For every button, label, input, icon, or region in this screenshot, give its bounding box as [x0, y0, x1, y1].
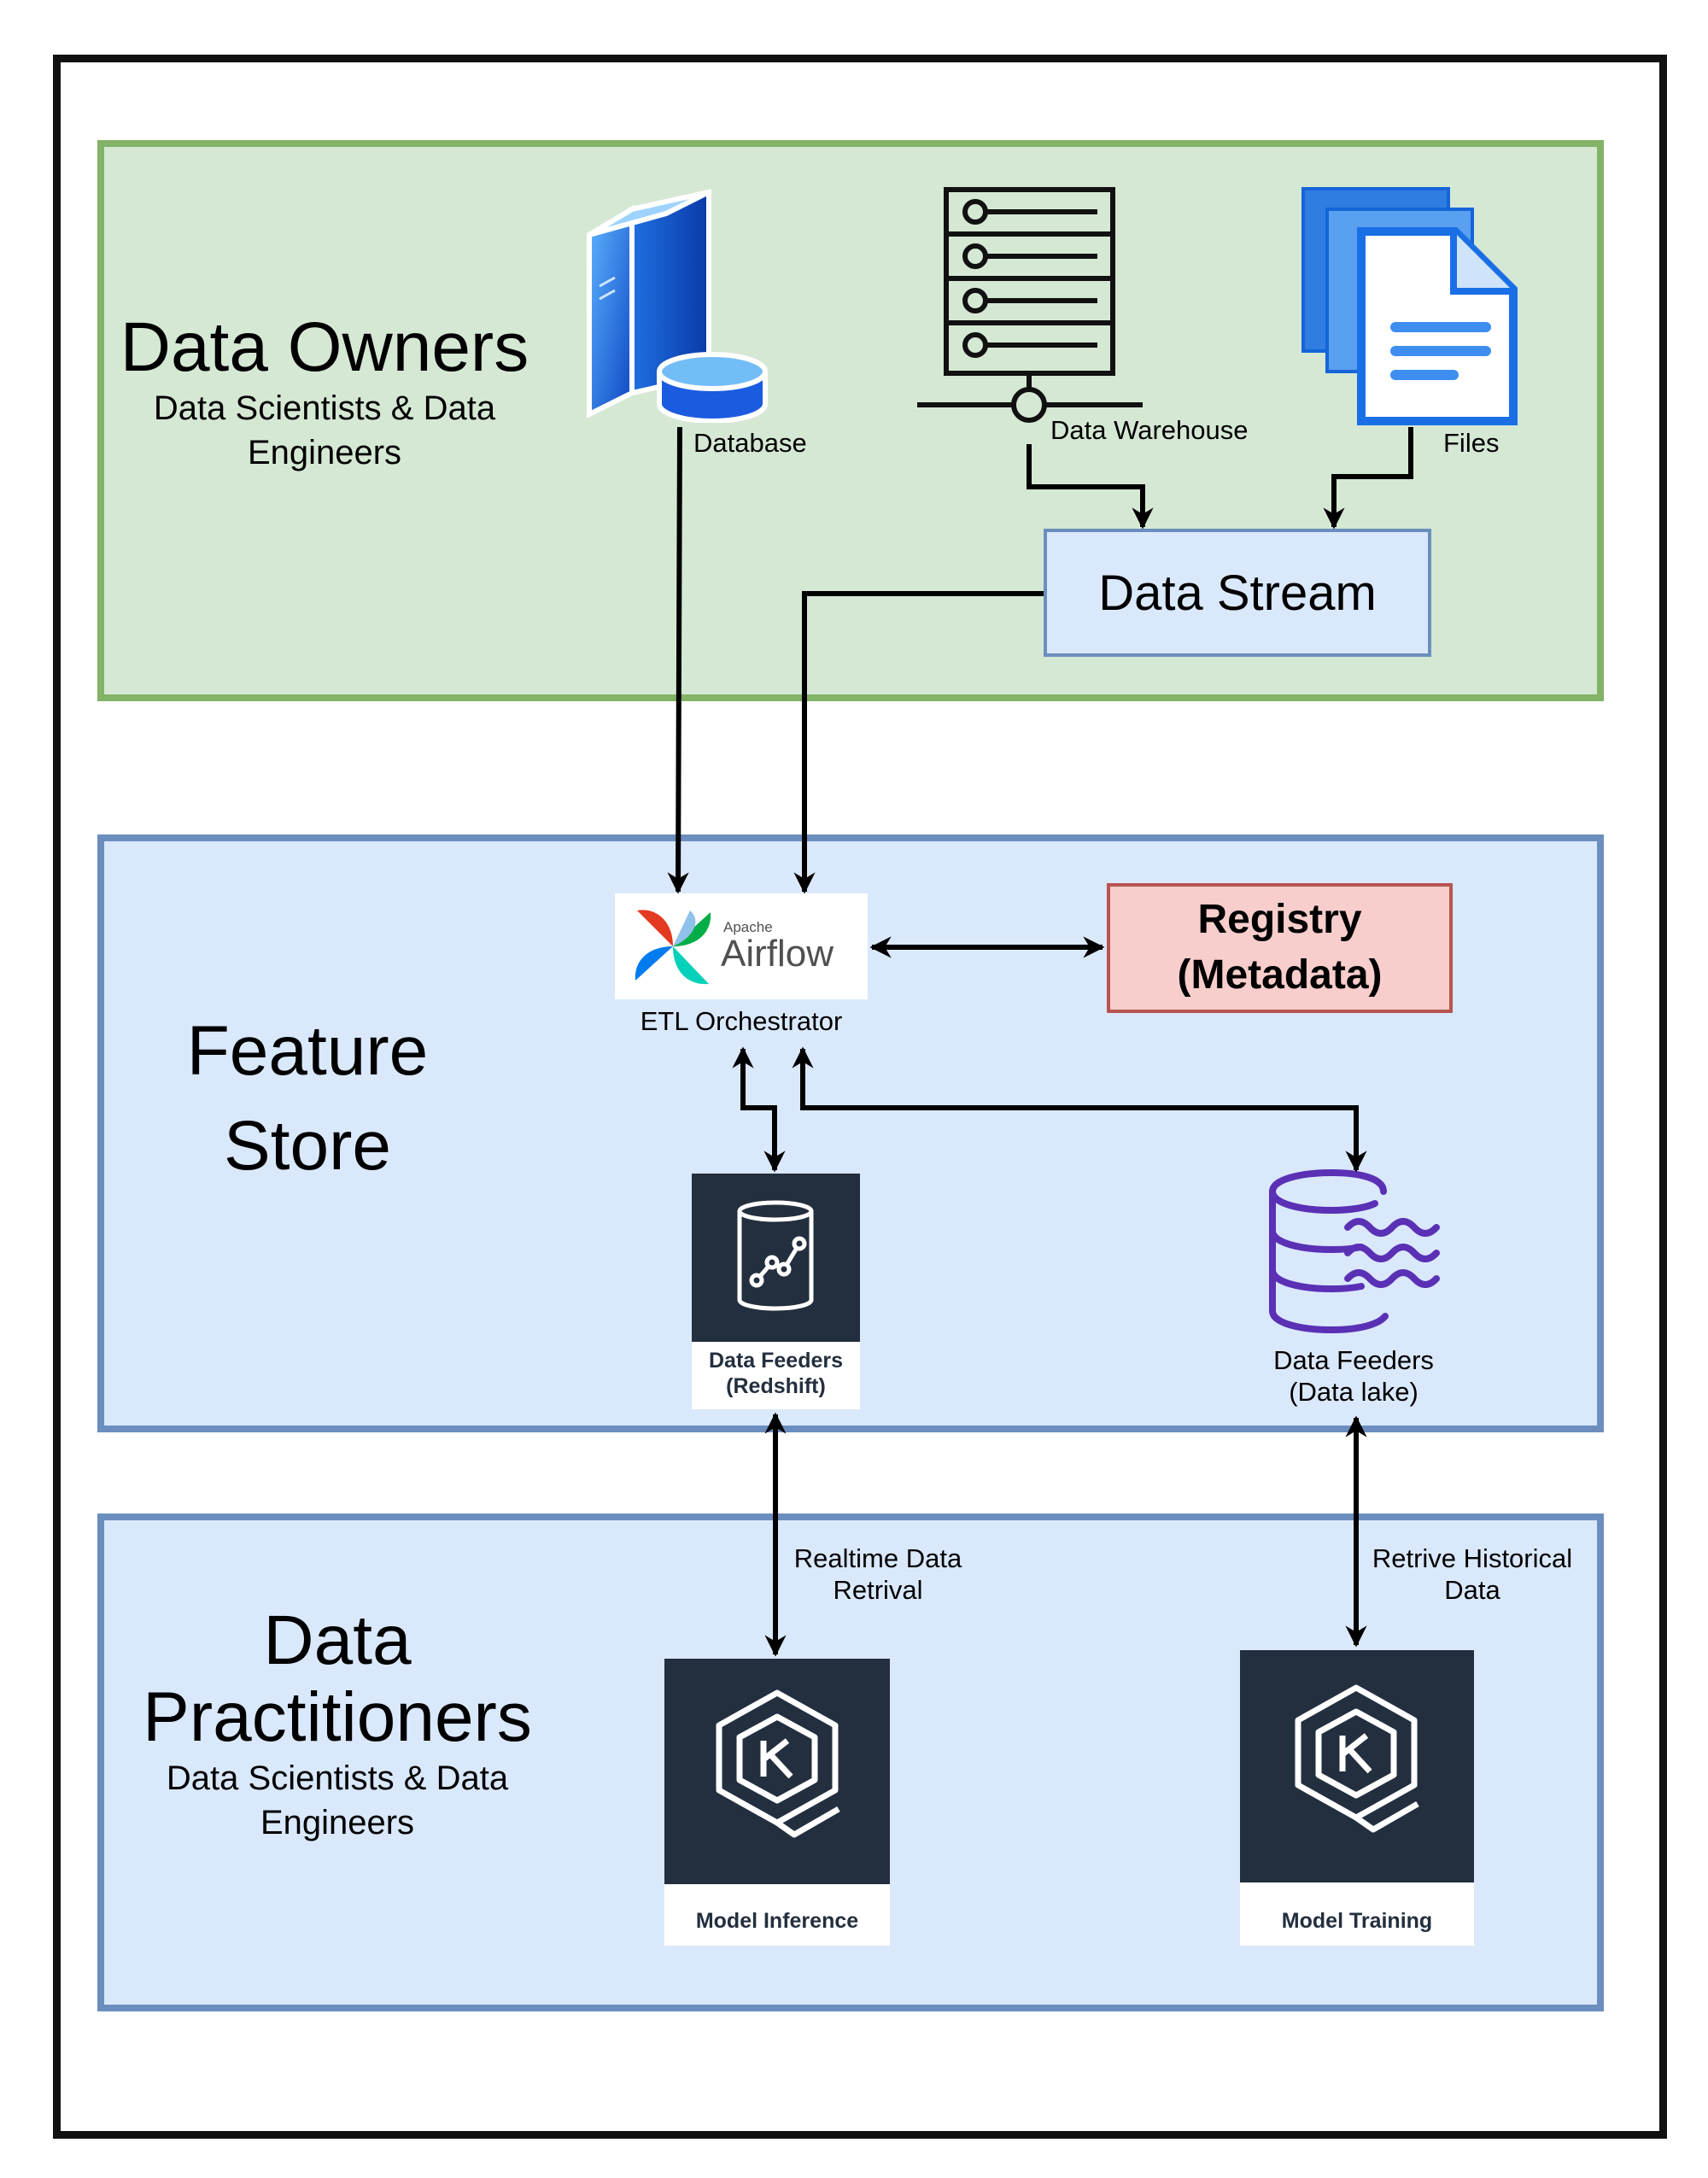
- airflow-pinwheel-icon: [635, 910, 711, 985]
- redshift-label-line1: Data Feeders: [708, 1349, 844, 1373]
- data-warehouse-label: Data Warehouse: [1050, 415, 1249, 445]
- feature-store-title-line2: Store: [224, 1106, 391, 1185]
- model-inference-tile-background: [664, 1659, 890, 1884]
- data-practitioners-heading: Data Practitioners Data Scientists & Dat…: [120, 1601, 555, 1845]
- arrow-database-to-airflow: [667, 426, 689, 894]
- registry-line1: Registry: [1197, 897, 1362, 943]
- model-training-tile-background: [1240, 1650, 1474, 1882]
- data-owners-subtitle-line2: Engineers: [247, 434, 402, 472]
- model-training-tile: Model Training: [1240, 1650, 1474, 1946]
- datalake-label-line2: (Data lake): [1289, 1377, 1418, 1407]
- arrow-files-to-stream: [1323, 427, 1413, 530]
- model-inference-tile: Model Inference: [664, 1659, 890, 1946]
- realtime-label-line1: Realtime Data: [793, 1543, 962, 1573]
- historical-edge-label: Retrive Historical Data: [1353, 1543, 1592, 1606]
- airflow-logo-small: Apache: [723, 919, 773, 935]
- data-practitioners-subtitle-line2: Engineers: [260, 1804, 415, 1842]
- data-owners-title: Data Owners: [120, 308, 529, 386]
- redshift-label-line2: (Redshift): [726, 1374, 826, 1398]
- data-lake-icon: [1268, 1168, 1440, 1334]
- data-owners-subtitle-line1: Data Scientists & Data: [153, 389, 496, 428]
- data-stream-box: Data Stream: [1044, 529, 1431, 657]
- realtime-edge-label: Realtime Data Retrival: [775, 1543, 980, 1606]
- database-server-icon: [587, 189, 768, 423]
- files-icon: [1301, 187, 1518, 425]
- data-owners-heading: Data Owners Data Scientists & Data Engin…: [102, 308, 547, 475]
- historical-label-line2: Data: [1444, 1575, 1500, 1606]
- etl-orchestrator-label: ETL Orchestrator: [640, 1006, 843, 1036]
- database-label: Database: [693, 428, 807, 458]
- realtime-label-line2: Retrival: [833, 1575, 923, 1606]
- arrow-airflow-redshift: [732, 1046, 786, 1173]
- arrow-stream-to-airflow: [793, 591, 1044, 894]
- data-stream-label: Data Stream: [1098, 565, 1377, 621]
- datalake-label-line1: Data Feeders: [1273, 1345, 1434, 1375]
- kubeflow-icon: [716, 1689, 840, 1838]
- data-practitioners-title-line2: Practitioners: [143, 1678, 532, 1757]
- model-inference-label: Model Inference: [695, 1909, 859, 1933]
- redshift-tile-background: [692, 1174, 860, 1342]
- feature-store-title-line1: Feature: [186, 1012, 429, 1090]
- redshift-icon: [737, 1200, 814, 1311]
- arrow-warehouse-to-stream: [1027, 444, 1154, 530]
- registry-line2: (Metadata): [1177, 952, 1383, 998]
- redshift-tile: Data Feeders (Redshift): [692, 1174, 860, 1409]
- historical-label-line1: Retrive Historical: [1372, 1543, 1573, 1573]
- airflow-logo-text: Airflow: [721, 933, 834, 975]
- kubeflow-icon: [1295, 1684, 1419, 1833]
- diagram-frame: [53, 55, 1667, 2139]
- feature-store-heading: Feature Store: [137, 1004, 478, 1193]
- data-practitioners-title-line1: Data: [263, 1601, 412, 1679]
- model-training-label: Model Training: [1281, 1909, 1433, 1933]
- server-rack-icon: [917, 187, 1143, 423]
- airflow-logo: Apache Airflow: [615, 893, 868, 999]
- files-label: Files: [1443, 428, 1500, 458]
- registry-box: Registry (Metadata): [1107, 883, 1453, 1013]
- arrow-airflow-datalake: [792, 1046, 1367, 1173]
- data-practitioners-subtitle-line1: Data Scientists & Data: [166, 1759, 509, 1798]
